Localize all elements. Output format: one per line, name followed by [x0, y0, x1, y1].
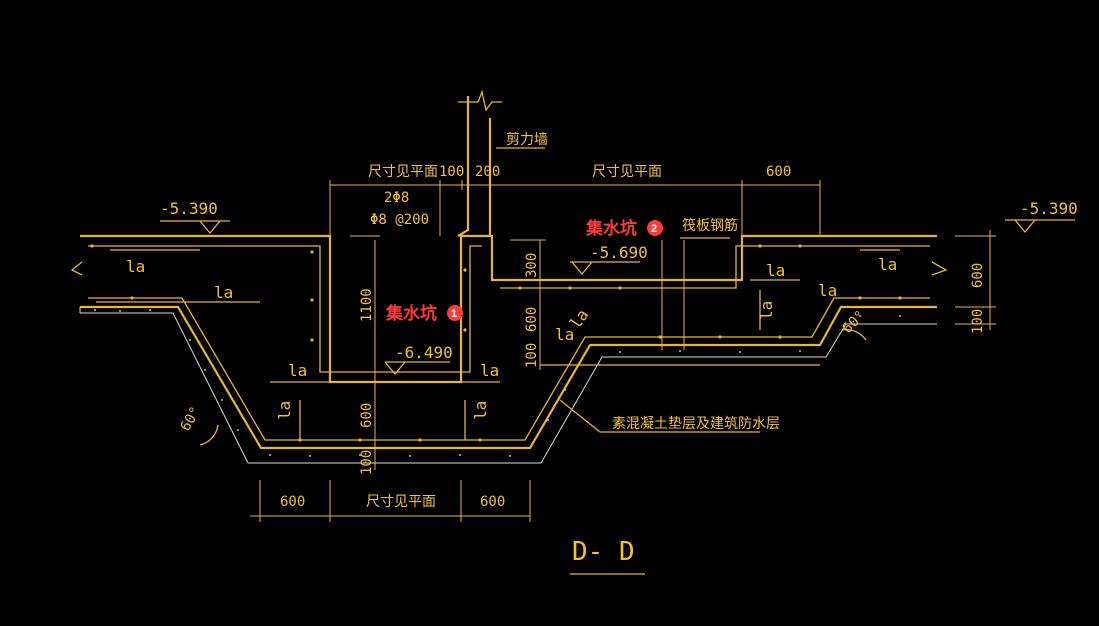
- anchor-la-11: la: [471, 401, 490, 420]
- angle-right: 60°: [840, 308, 869, 337]
- annotation-2-badge: [647, 220, 663, 236]
- anchor-la-2: la: [214, 283, 233, 302]
- dim-pit2-300: 300: [524, 253, 540, 278]
- label-rebar-top: 2Φ8: [384, 190, 409, 206]
- dim-right-100: 100: [970, 309, 986, 334]
- anchor-la-5: la: [766, 261, 785, 280]
- elevation-left-top: -5.390: [160, 199, 218, 218]
- dim-top-200: 200: [475, 164, 500, 180]
- text-layer: -5.390 -5.390 -5.690 -6.490 剪力墙 筏板钢筋 素混凝…: [126, 132, 1078, 567]
- leader-lines: [199, 147, 867, 575]
- slab-outline: [70, 89, 948, 464]
- angle-left: 60°: [178, 404, 205, 434]
- anchor-lines: [96, 249, 900, 440]
- annotation-1-label: 集水坑: [385, 303, 437, 323]
- anchor-la-4: la: [480, 361, 499, 380]
- elevation-pit1-bottom: -6.490: [395, 343, 453, 362]
- dim-pit2-100: 100: [524, 343, 540, 368]
- annotation-1-badge-number: 1: [451, 308, 457, 320]
- anchor-la-6: la: [878, 255, 897, 274]
- dim-pit2-600: 600: [524, 307, 540, 332]
- dim-bottom-right-600: 600: [480, 494, 505, 510]
- label-shear-wall: 剪力墙: [506, 132, 548, 148]
- dim-right-600: 600: [970, 263, 986, 288]
- dim-top-100: 100: [439, 164, 464, 180]
- dim-pit1-100: 100: [359, 450, 375, 475]
- label-bedding-note: 素混凝土垫层及建筑防水层: [612, 416, 780, 432]
- annotation-1[interactable]: 集水坑 1: [385, 303, 463, 323]
- section-title: D- D: [572, 537, 635, 567]
- anchor-la-10: la: [275, 401, 294, 420]
- anchor-la-12: la: [757, 301, 776, 320]
- anchor-la-1: la: [126, 257, 145, 276]
- elevation-right-top: -5.390: [1020, 199, 1078, 218]
- annotation-2-label: 集水坑: [585, 218, 637, 238]
- label-size-see-plan-bottom: 尺寸见平面: [366, 494, 436, 510]
- annotation-2[interactable]: 集水坑 2: [585, 218, 663, 238]
- elevation-markers: [160, 219, 1075, 376]
- label-size-see-plan-top-right: 尺寸见平面: [592, 164, 662, 180]
- dim-pit1-600: 600: [359, 403, 375, 428]
- bedding-texture: [94, 309, 901, 457]
- annotation-2-badge-number: 2: [651, 223, 657, 235]
- label-slab-rebar: 筏板钢筋: [682, 217, 738, 234]
- elevation-pit2-bottom: -5.690: [590, 243, 648, 262]
- label-size-see-plan-top-left: 尺寸见平面: [368, 164, 438, 180]
- anchor-la-8: la: [555, 325, 574, 344]
- dim-pit1-1100: 1100: [359, 288, 375, 322]
- dimension-lines: [250, 180, 996, 522]
- annotation-1-badge: [447, 305, 463, 321]
- anchor-la-7: la: [818, 281, 837, 300]
- anchor-la-3: la: [288, 361, 307, 380]
- dim-top-600: 600: [766, 164, 791, 180]
- label-rebar-stirrup: Φ8 @200: [370, 212, 429, 228]
- rebar-dots: [90, 244, 902, 442]
- dim-bottom-left-600: 600: [280, 494, 305, 510]
